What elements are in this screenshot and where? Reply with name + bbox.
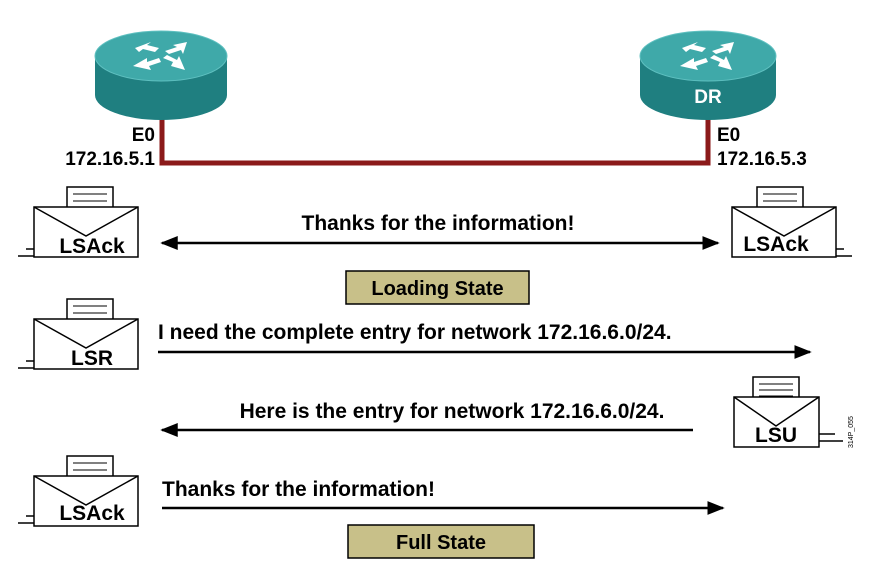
svg-text:LSU: LSU — [755, 424, 797, 447]
svg-text:Loading State: Loading State — [371, 278, 503, 300]
svg-text:LSAck: LSAck — [743, 233, 809, 256]
message-3-text: Here is the entry for network 172.16.6.0… — [240, 400, 665, 423]
envelope-lsr-left: LSR — [18, 298, 139, 370]
right-port-label: E0 — [717, 125, 740, 146]
envelope-lsack-left-2: LSAck — [18, 455, 139, 527]
svg-text:LSAck: LSAck — [59, 502, 125, 525]
full-state-badge: Full State — [347, 524, 535, 559]
envelope-lsack-left-1: LSAck — [18, 186, 139, 258]
svg-text:Full State: Full State — [396, 532, 486, 554]
envelope-lsu-right: LSU — [733, 376, 843, 448]
right-ip-label: 172.16.5.3 — [717, 149, 807, 170]
router-left-icon[interactable] — [94, 30, 228, 120]
router-dr-label: DR — [694, 87, 722, 108]
message-2-text: I need the complete entry for network 17… — [158, 321, 672, 344]
loading-state-badge: Loading State — [345, 270, 530, 305]
svg-text:LSAck: LSAck — [59, 235, 125, 258]
ethernet-link — [159, 88, 711, 166]
router-dr-icon[interactable]: DR — [639, 30, 777, 120]
left-ip-label: 172.16.5.1 — [65, 149, 155, 170]
envelope-lsack-right-1: LSAck — [731, 186, 852, 258]
message-1-text: Thanks for the information! — [302, 212, 575, 235]
svg-text:LSR: LSR — [71, 347, 113, 370]
figure-id-label: 314P_055 — [848, 416, 855, 448]
message-4-text: Thanks for the information! — [162, 478, 435, 501]
left-port-label: E0 — [132, 125, 155, 146]
